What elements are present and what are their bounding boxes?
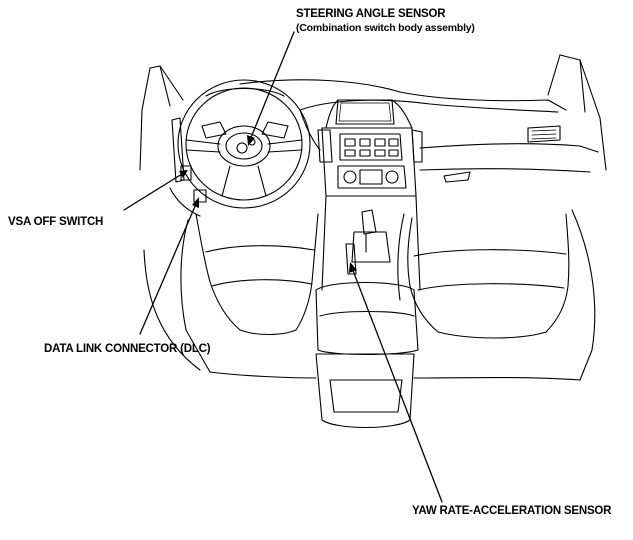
callout-leaders bbox=[123, 31, 443, 503]
driver-seat bbox=[143, 213, 319, 373]
dashboard bbox=[239, 79, 599, 183]
cabin-frame bbox=[139, 54, 607, 171]
center-console bbox=[209, 195, 581, 429]
steering-wheel bbox=[177, 79, 311, 209]
steering-angle-sensor-label: STEERING ANGLE SENSOR bbox=[296, 8, 446, 20]
yaw-rate-sensor-label: YAW RATE-ACCELERATION SENSOR bbox=[412, 505, 612, 517]
steering-angle-sensor-sublabel: (Combination switch body assembly) bbox=[296, 22, 475, 34]
data-link-connector-label: DATA LINK CONNECTOR (DLC) bbox=[44, 343, 211, 355]
vsa-off-switch-label: VSA OFF SWITCH bbox=[8, 216, 104, 228]
center-stack bbox=[317, 99, 423, 197]
passenger-seat bbox=[397, 209, 596, 381]
left-lower-dash bbox=[169, 117, 207, 217]
